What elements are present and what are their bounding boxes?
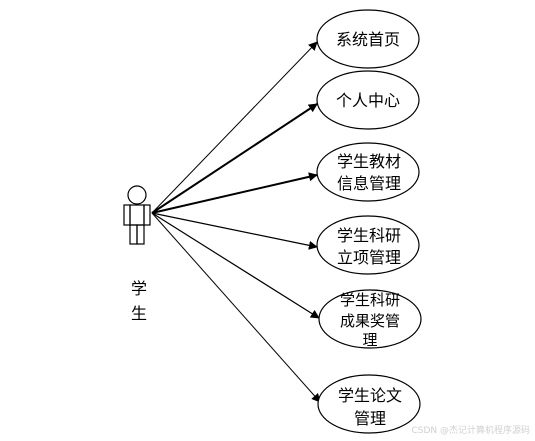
arrow-to-research-project-management	[151, 212, 318, 250]
use-case-home: 系统首页	[316, 9, 420, 69]
use-case-ellipse	[317, 374, 421, 434]
use-case-label-line1: 学生论文	[338, 386, 402, 405]
watermark: CSDN @杰记计算机程序源码	[411, 424, 530, 436]
arrow-to-research-award-management	[151, 212, 320, 319]
actor-label-line2: 生	[131, 304, 147, 323]
use-case-ellipse	[316, 9, 420, 69]
actor-head	[127, 185, 147, 205]
use-case-label-line2: 成果奖管	[340, 312, 400, 330]
actor-right-arm	[143, 204, 151, 226]
use-case-label-line2: 管理	[354, 409, 386, 428]
use-case-label-line1: 学生科研	[340, 291, 400, 309]
use-case-ellipse	[316, 215, 420, 275]
use-case-personal-center: 个人中心	[316, 70, 420, 130]
arrow-to-home	[151, 41, 318, 214]
use-case-research-project-management: 学生科研 立项管理	[316, 215, 420, 275]
use-case-label: 系统首页	[336, 30, 400, 49]
actor-left-leg	[129, 224, 138, 245]
use-case-textbook-management: 学生教材 信息管理	[316, 142, 420, 202]
actor-left-arm	[123, 204, 131, 226]
use-case-label-line1: 学生教材	[337, 152, 401, 171]
actor-right-leg	[136, 224, 145, 245]
arrow-to-thesis-management	[151, 212, 321, 403]
use-case-label-line2: 信息管理	[337, 174, 401, 193]
use-case-ellipse	[318, 289, 422, 349]
actor-student	[123, 185, 151, 245]
arrow-to-personal-center	[151, 103, 318, 214]
use-case-label-line1: 学生科研	[337, 226, 401, 245]
actor-body	[129, 204, 145, 226]
use-case-label-line3: 理	[362, 331, 377, 349]
use-case-research-award-management: 学生科研 成果奖管 理	[318, 289, 422, 349]
use-case-ellipse	[316, 70, 420, 130]
arrow-to-textbook-management	[151, 172, 318, 214]
use-case-ellipse	[316, 142, 420, 202]
actor-label-line1: 学	[131, 279, 147, 298]
use-case-thesis-management: 学生论文 管理	[317, 374, 421, 434]
use-case-label-line2: 立项管理	[337, 248, 401, 267]
use-case-label: 个人中心	[336, 91, 400, 110]
